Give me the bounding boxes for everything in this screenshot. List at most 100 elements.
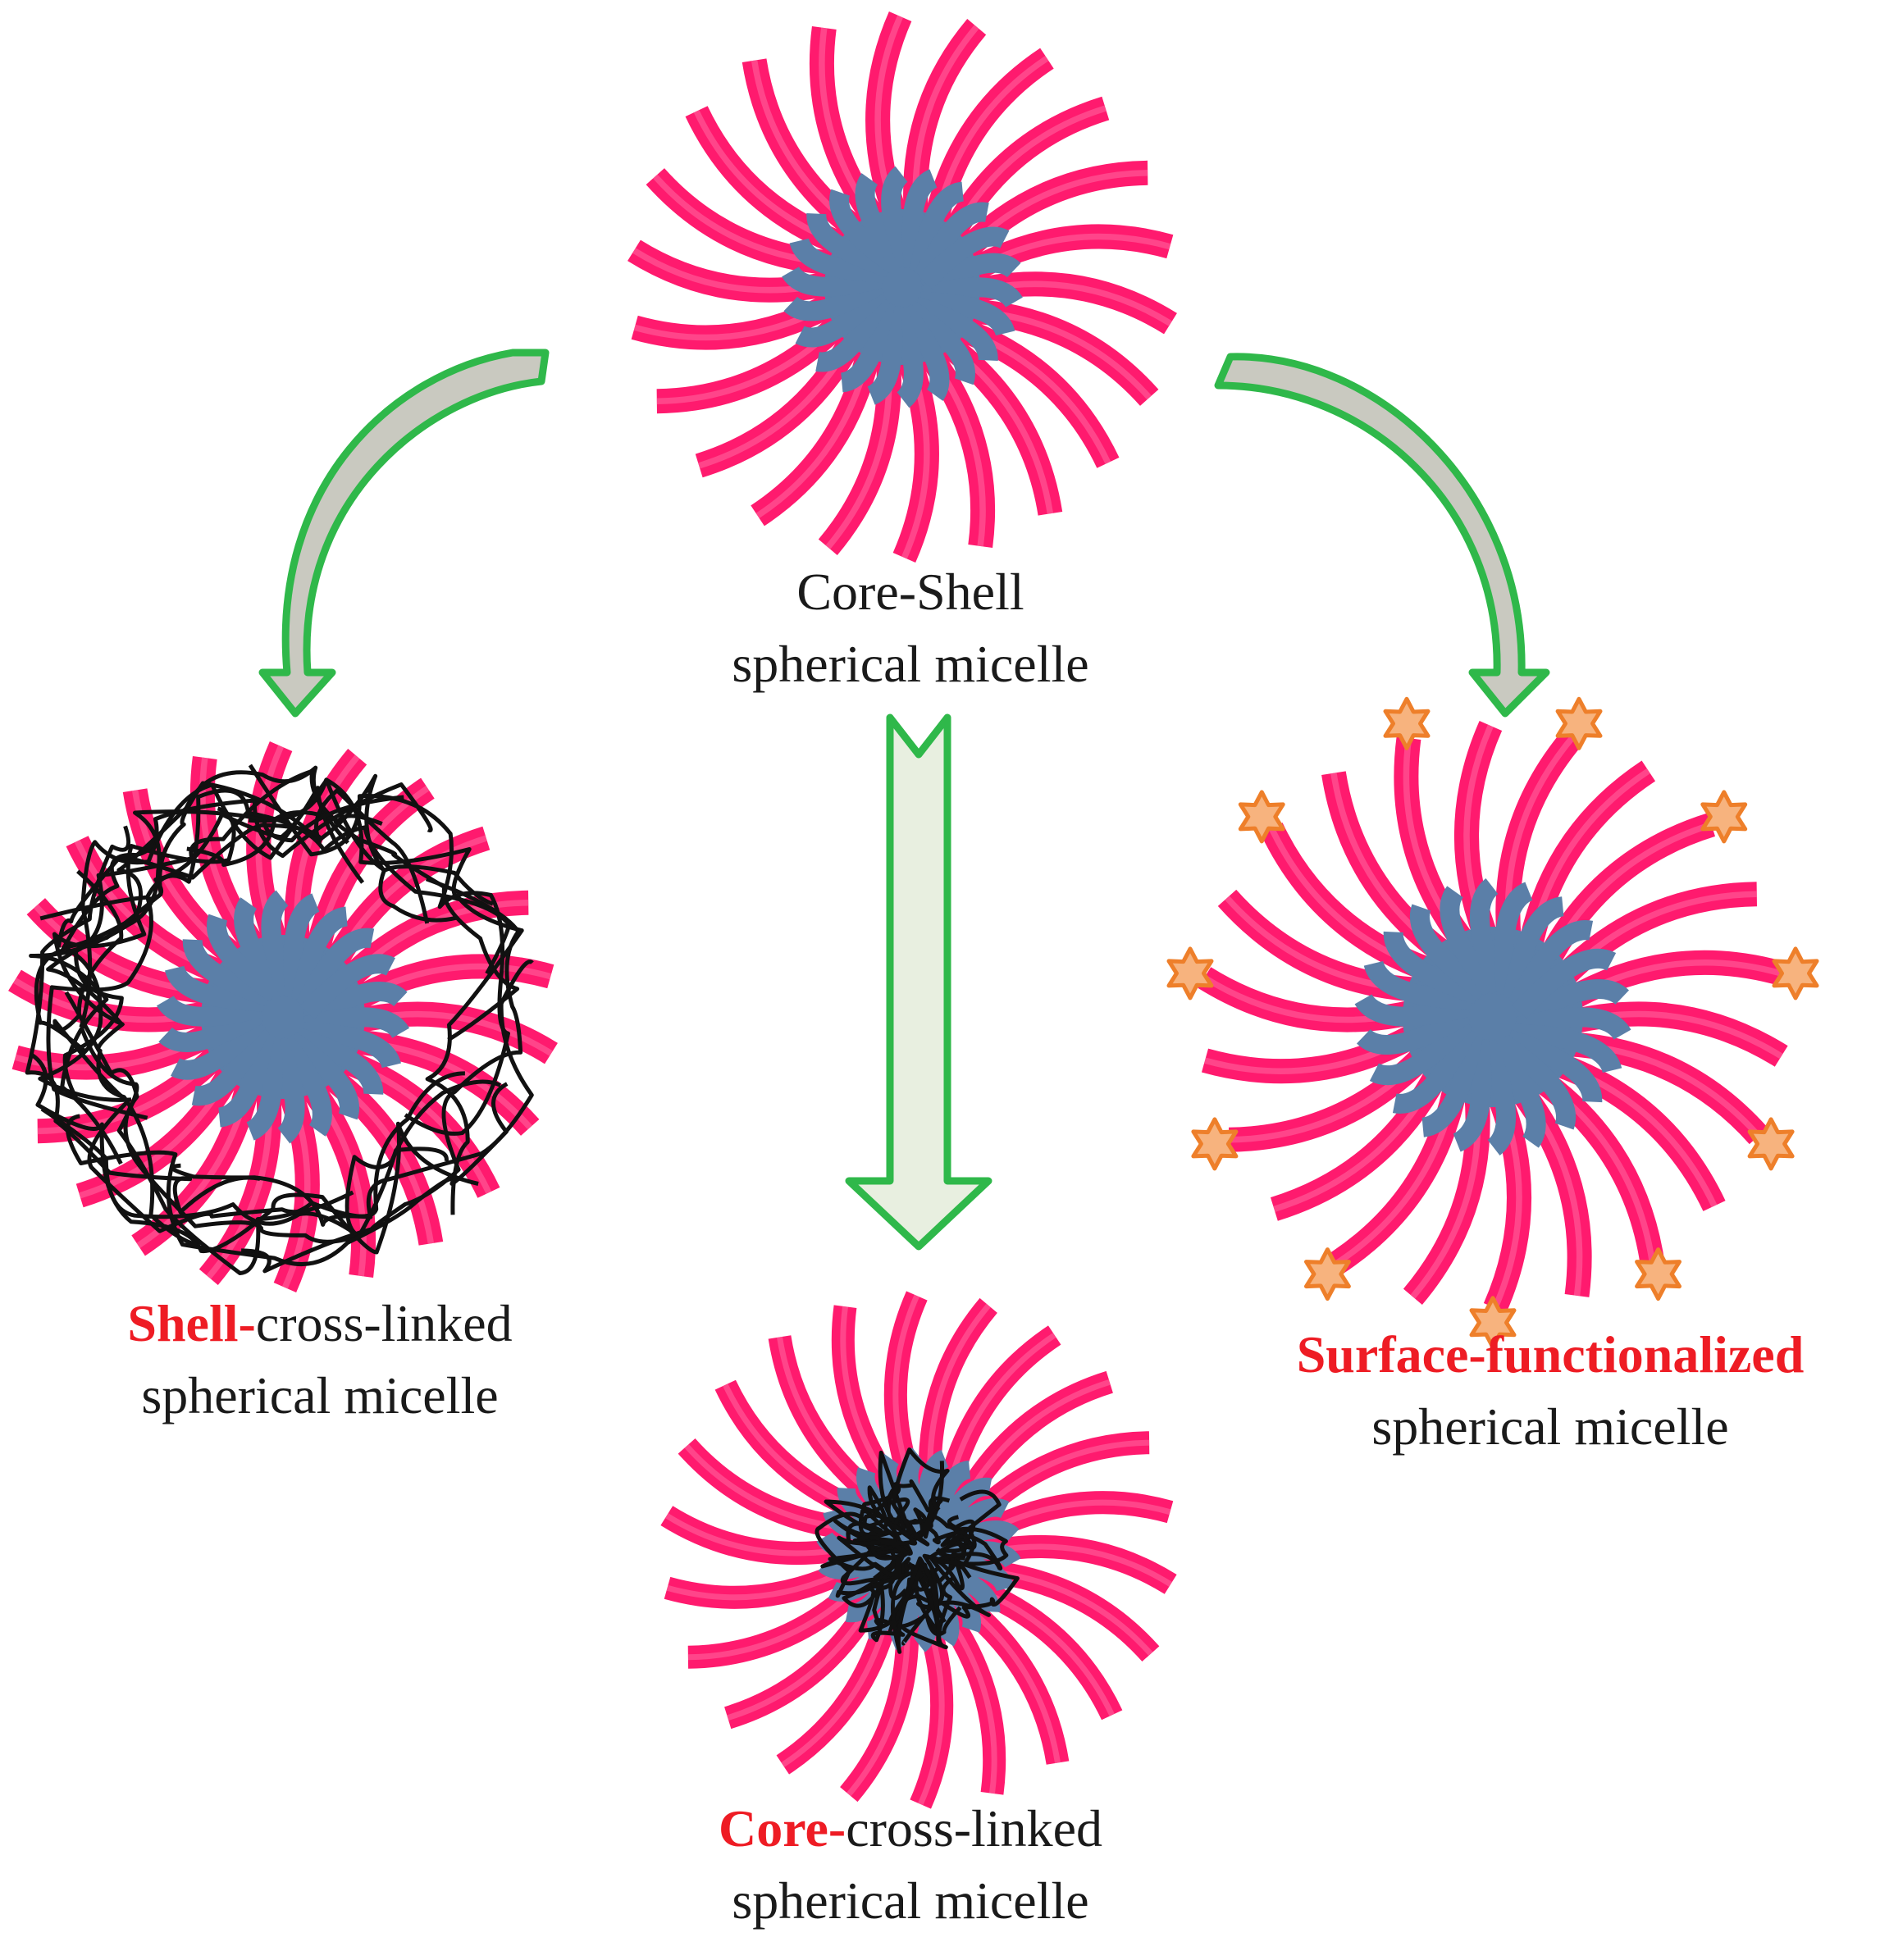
crosslink-strand — [39, 788, 512, 975]
surface-functionalized-micelle — [1166, 696, 1819, 1350]
core-chain — [1421, 1033, 1483, 1137]
label-core-rest: cross-linked — [846, 1799, 1102, 1857]
label-core-line2: spherical micelle — [732, 1871, 1089, 1930]
core-chain — [918, 226, 1010, 289]
crosslink-strand — [867, 1485, 969, 1547]
core-chain — [895, 303, 950, 401]
core-chain — [783, 276, 884, 321]
core-chain — [914, 202, 989, 281]
core-chain — [302, 1022, 401, 1069]
label-core-shell-line2: spherical micelle — [732, 635, 1089, 693]
core-chain — [156, 995, 263, 1027]
core-chain — [302, 982, 408, 1028]
core-chain — [303, 1007, 410, 1039]
core-chain — [285, 1032, 359, 1120]
core-chain — [1440, 886, 1499, 996]
core-chain — [245, 1037, 283, 1141]
crosslink-strand — [29, 795, 404, 1165]
core-chain — [299, 954, 395, 1019]
core-chain — [1452, 1039, 1492, 1152]
core-crosslinked-micelle — [660, 1291, 1177, 1809]
crosslink-strand — [837, 1535, 941, 1654]
core-chain — [294, 1028, 384, 1095]
functional-group-star — [1191, 1117, 1239, 1171]
functional-group-star — [1555, 696, 1603, 750]
label-core-prefix: Core- — [719, 1799, 846, 1857]
functional-group-star — [1304, 1247, 1351, 1301]
functional-group-star — [1469, 1296, 1517, 1350]
core-shell-micelle — [627, 11, 1177, 563]
label-surface-prefix: Surface-functionalized — [1296, 1325, 1805, 1383]
core-chain — [1409, 904, 1490, 1000]
core-chain — [806, 212, 892, 278]
core-chain — [290, 906, 349, 1002]
crosslink-strand — [855, 1447, 950, 1580]
core-chain — [1508, 920, 1594, 1010]
crosslink-strand — [186, 810, 520, 1042]
core-chain — [904, 301, 975, 385]
core-chain — [919, 291, 1015, 337]
core-chain — [217, 1032, 276, 1128]
core-chain — [909, 181, 965, 273]
label-shell-crosslinked: Shell-cross-linked spherical micelle — [41, 1288, 599, 1432]
label-core-shell: Core-Shell spherical micelle — [623, 556, 1198, 700]
curved-arrow-to-surface-functionalized — [1214, 353, 1550, 718]
core-chain — [1354, 993, 1471, 1027]
shell-crosslinked-micelle — [8, 741, 558, 1293]
core-chain — [866, 306, 903, 405]
crosslink-strand — [64, 991, 449, 1244]
functional-group-star — [1238, 790, 1285, 844]
core-chain — [158, 1005, 264, 1052]
core-chain — [182, 939, 272, 1006]
curved-arrow-to-shell-crosslinked — [258, 349, 550, 718]
core-chain — [789, 237, 885, 283]
core-chain — [276, 1035, 332, 1137]
core-chain — [207, 914, 281, 1002]
core-chain — [815, 293, 891, 372]
core-chain — [1515, 1007, 1631, 1041]
core-chain — [1357, 1005, 1472, 1055]
core-chain — [283, 893, 321, 997]
core-chain — [782, 266, 883, 297]
functional-group-star — [1700, 790, 1748, 844]
core-chain — [912, 296, 998, 362]
label-core-shell-line1: Core-Shell — [796, 563, 1024, 621]
core-chain — [295, 928, 375, 1010]
functional-group-star — [1166, 946, 1214, 1001]
label-shell-rest: cross-linked — [255, 1294, 513, 1352]
core-chain — [191, 1023, 271, 1106]
crosslink-strand — [170, 959, 534, 1227]
core-chain — [855, 173, 910, 271]
functional-group-star — [1635, 1247, 1682, 1301]
core-chain — [1469, 878, 1508, 995]
core-chain — [1383, 931, 1481, 1005]
core-chain — [1512, 948, 1617, 1019]
core-chain — [921, 277, 1023, 308]
label-surface-functionalized: Surface-functionalized spherical micelle — [1230, 1319, 1870, 1463]
crosslink-strand — [40, 1079, 502, 1236]
crosslink-strand — [79, 777, 494, 1028]
core-chain — [881, 166, 917, 269]
core-chain — [1495, 1034, 1577, 1130]
core-chain — [261, 890, 299, 997]
core-chain — [829, 189, 901, 273]
core-chain — [1514, 979, 1629, 1028]
core-chain — [267, 1037, 305, 1144]
label-core-crosslinked: Core-cross-linked spherical micelle — [632, 1793, 1189, 1937]
core-chain — [840, 301, 896, 393]
core-chain — [1503, 896, 1565, 1001]
crosslink-strand — [52, 869, 354, 1233]
functional-group-star — [1772, 946, 1819, 1001]
core-chain — [165, 964, 264, 1012]
core-chain — [234, 897, 290, 999]
core-chain — [1477, 1039, 1517, 1155]
core-chain — [1363, 959, 1472, 1010]
functional-group-star — [1383, 696, 1431, 750]
core-chain — [1494, 882, 1534, 995]
label-shell-line2: spherical micelle — [141, 1366, 499, 1424]
core-chain — [795, 285, 887, 348]
core-chain — [888, 305, 924, 408]
core-chain — [901, 169, 938, 268]
label-surface-line2: spherical micelle — [1371, 1397, 1729, 1456]
